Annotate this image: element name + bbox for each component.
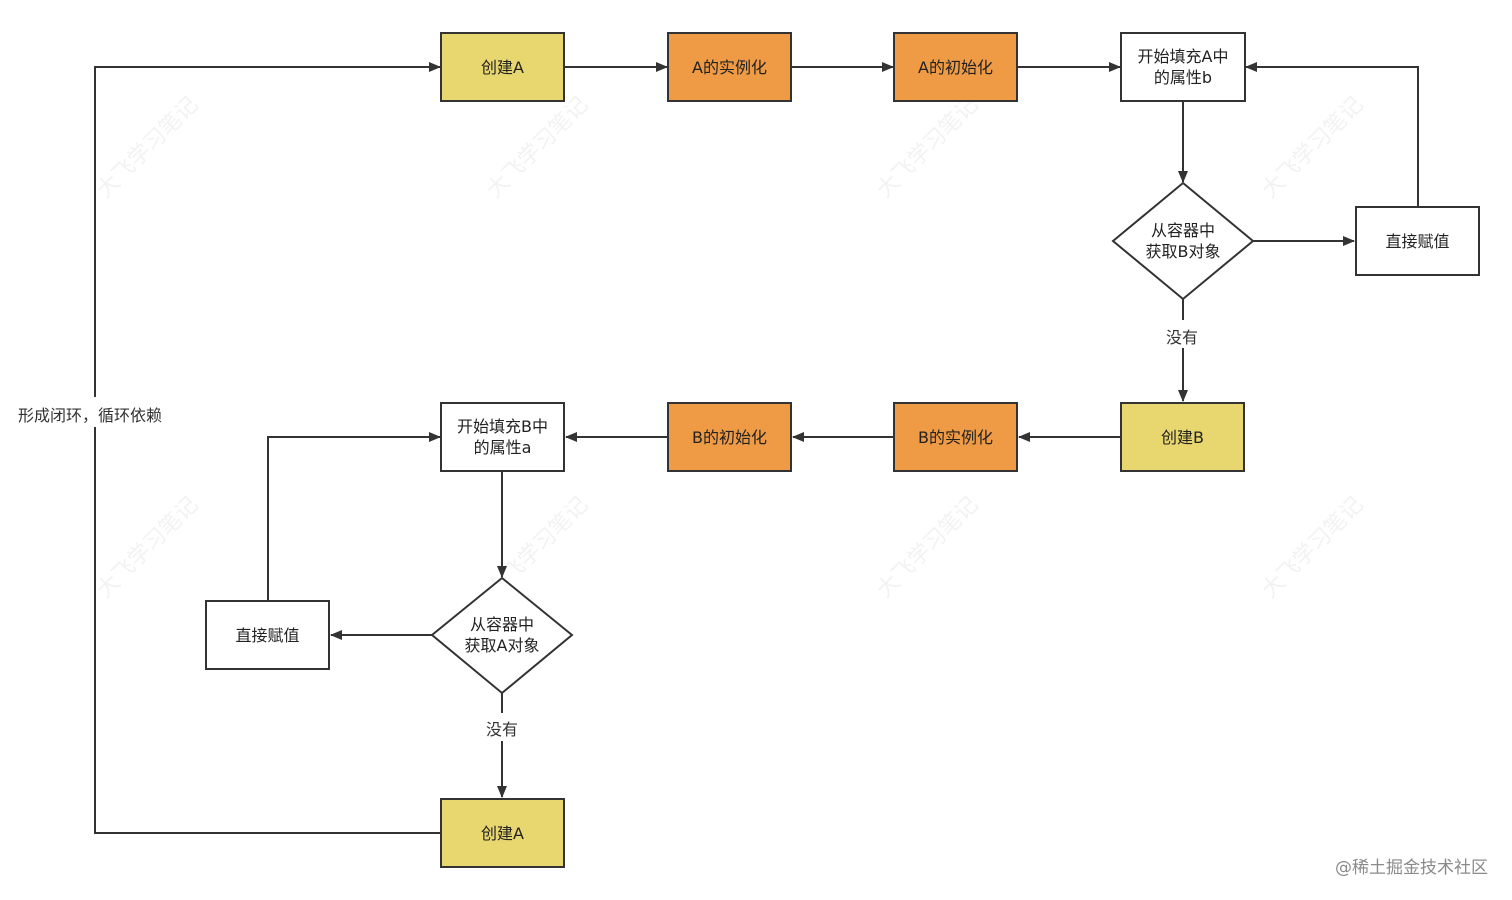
node-text-line: 开始填充B中 bbox=[457, 417, 548, 436]
node-fill-a-prop-b: 开始填充A中 的属性b bbox=[1120, 32, 1246, 102]
edge-assignR-to-fillA bbox=[1245, 62, 1419, 206]
node-a-init: A的初始化 bbox=[893, 32, 1018, 102]
decision-get-a-text: 从容器中 获取A对象 bbox=[442, 614, 562, 656]
node-text-line: 的属性b bbox=[1153, 68, 1213, 87]
node-create-a-bottom: 创建A bbox=[440, 798, 565, 868]
decision-text-line: 获取A对象 bbox=[464, 636, 540, 655]
edge-cycle-bottom bbox=[94, 427, 440, 834]
node-text-line: 开始填充A中 bbox=[1137, 47, 1229, 66]
edge-label-no-b: 没有 bbox=[1166, 328, 1199, 347]
node-create-b: 创建B bbox=[1120, 402, 1245, 472]
decision-text-line: 从容器中 bbox=[1150, 221, 1215, 240]
node-b-instantiate: B的实例化 bbox=[893, 402, 1018, 472]
edge-label-no-a: 没有 bbox=[486, 720, 519, 739]
credit-text: @稀土掘金技术社区 bbox=[1335, 858, 1488, 878]
edge-label-cycle: 形成闭环，循环依赖 bbox=[18, 406, 163, 425]
node-text-line: 的属性a bbox=[473, 438, 532, 457]
node-assign-direct-left: 直接赋值 bbox=[205, 600, 330, 670]
node-create-a-top: 创建A bbox=[440, 32, 565, 102]
node-fill-b-prop-a: 开始填充B中 的属性a bbox=[440, 402, 565, 472]
decision-get-b-text: 从容器中 获取B对象 bbox=[1123, 220, 1243, 262]
decision-get-a bbox=[430, 576, 574, 695]
edge-assignL-to-fillB bbox=[267, 432, 441, 600]
decision-get-b bbox=[1111, 181, 1255, 301]
node-assign-direct-right: 直接赋值 bbox=[1355, 206, 1480, 276]
node-a-instantiate: A的实例化 bbox=[667, 32, 792, 102]
edge-cycle-top bbox=[94, 62, 441, 397]
decision-text-line: 获取B对象 bbox=[1145, 242, 1221, 261]
decision-text-line: 从容器中 bbox=[469, 615, 534, 634]
node-b-init: B的初始化 bbox=[667, 402, 792, 472]
